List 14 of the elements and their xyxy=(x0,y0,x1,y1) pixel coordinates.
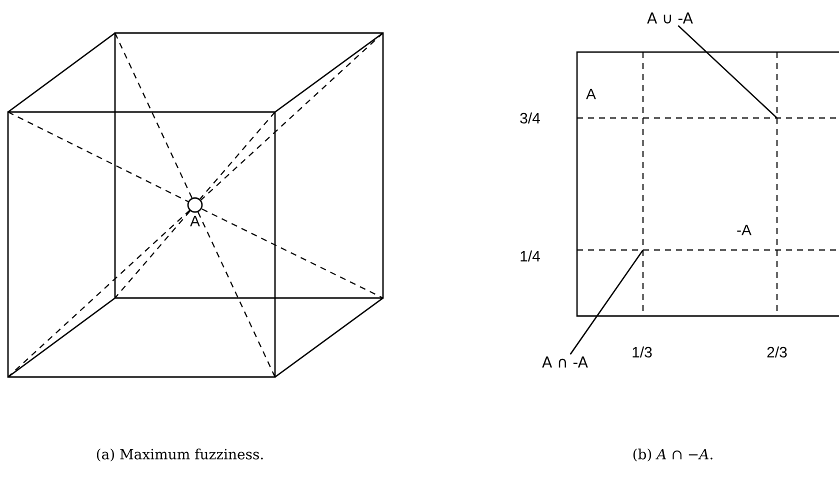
leader-text: A ∪ -A xyxy=(647,12,693,24)
subfigure-caption: (a) Maximum fuzziness. xyxy=(96,448,263,462)
region-label: -A xyxy=(737,224,752,236)
point-label: A xyxy=(190,216,200,226)
tick-label: 3/4 xyxy=(520,112,540,124)
region-label: A xyxy=(586,88,596,100)
subfigure-caption: (b) A ∩ −A. xyxy=(633,448,712,462)
leader-line xyxy=(570,250,644,355)
tick-label: 1/4 xyxy=(520,250,540,262)
tick-label: 1/3 xyxy=(632,346,652,358)
tick-label: 2/3 xyxy=(767,346,787,358)
leader-text: A ∩ -A xyxy=(542,356,588,368)
leader-line xyxy=(678,25,778,119)
circle-symbol xyxy=(187,197,203,213)
